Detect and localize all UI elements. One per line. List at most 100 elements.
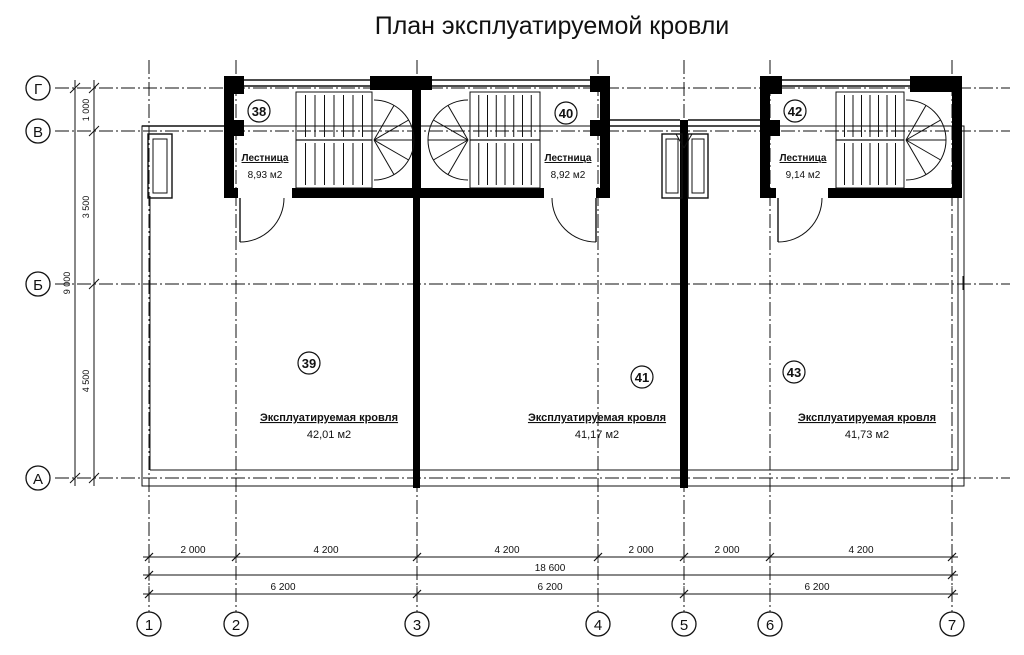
dim-4200-c: 4 200	[848, 545, 873, 556]
wall-top-left-b	[370, 76, 432, 90]
room-43-name: Эксплуатируемая кровля	[798, 412, 936, 424]
col-label-2: 2	[232, 617, 240, 634]
wall-top-42-right	[910, 76, 962, 92]
row-bubble-b	[25, 271, 51, 297]
room-40-area: 8,92 м2	[551, 170, 586, 181]
vent-shaft-mid-a	[661, 133, 683, 199]
wall-bottom-42-left	[760, 188, 776, 198]
room-42-marker	[783, 99, 807, 123]
room-39-area: 42,01 м2	[307, 429, 351, 441]
room-42-name: Лестница	[780, 153, 827, 164]
room-42-area: 9,14 м2	[786, 170, 821, 181]
wall-top-right-a	[590, 76, 610, 92]
wall-pier-40	[590, 120, 600, 136]
left-tick-g	[88, 82, 100, 94]
col-bubble-2	[223, 611, 249, 637]
left-tick-v	[88, 125, 100, 137]
left-dim-total: 9 000	[62, 272, 72, 295]
left-dim-3500: 3 500	[81, 196, 91, 219]
wall-mid-38-40	[412, 80, 421, 198]
col-label-7: 7	[948, 617, 956, 634]
dim-6200-b: 6 200	[537, 582, 562, 593]
stair-flight-38-winder-arc	[373, 99, 415, 181]
wall-right-40	[600, 92, 610, 198]
roof-outline	[141, 125, 965, 487]
col-bubble-7	[939, 611, 965, 637]
room-41-marker	[630, 365, 654, 389]
room-39-marker	[297, 351, 321, 375]
vent-shaft-mid-diag2	[683, 133, 693, 149]
dim-4200-b: 4 200	[494, 545, 519, 556]
vent-shaft-mid-a-inner	[665, 138, 679, 194]
col-label-1: 1	[145, 617, 153, 634]
row-label-g: Г	[34, 81, 42, 98]
col-label-4: 4	[594, 617, 602, 634]
room-labels: 38 Лестница 8,93 м2 40 Лестница 8,92 м2 …	[242, 99, 936, 441]
room-40-number: 40	[559, 106, 573, 121]
axis-bubbles: Г В Б А 1 2 3 4 5 6 7	[25, 75, 965, 637]
dim-6200-a: 6 200	[270, 582, 295, 593]
stair-flight-42-winder	[905, 105, 927, 141]
row-label-a: А	[33, 471, 43, 488]
col-bubble-3	[404, 611, 430, 637]
dim-6200-c: 6 200	[804, 582, 829, 593]
col-label-6: 6	[766, 617, 774, 634]
wall-left-42	[760, 92, 770, 198]
dim-2000-b: 2 000	[628, 545, 653, 556]
dim-4200-a: 4 200	[313, 545, 338, 556]
partition-axis-5	[680, 120, 688, 488]
vent-shaft-mid-diag1	[675, 133, 685, 149]
col-bubble-5	[671, 611, 697, 637]
parapet-outer	[141, 125, 965, 487]
vent-shaft-mid-b-inner	[691, 138, 705, 194]
stair-flight-38-winder	[373, 139, 409, 161]
room-40-marker	[554, 101, 578, 125]
col-bubble-1	[136, 611, 162, 637]
stair-flight-42-winder	[905, 139, 927, 175]
wall-top-left-a	[224, 76, 244, 94]
vent-shafts	[147, 133, 709, 199]
stair-flight-38-winder	[373, 105, 395, 141]
stair-flight-38	[295, 91, 415, 189]
stair-flight-40	[427, 91, 541, 189]
room-38-number: 38	[252, 104, 266, 119]
room-38-area: 8,93 м2	[248, 170, 283, 181]
room-41-area: 41,17 м2	[575, 429, 619, 441]
room-42-number: 42	[788, 104, 802, 119]
door-38-swing	[239, 197, 285, 243]
row-bubble-a	[25, 465, 51, 491]
wall-pier-38	[234, 120, 244, 136]
row-bubble-g	[25, 75, 51, 101]
row-label-b: Б	[33, 277, 43, 294]
wall-bottom-40-right	[596, 188, 610, 198]
dim-2000-a: 2 000	[180, 545, 205, 556]
wall-top-42-left	[760, 76, 782, 94]
wall-left-38	[224, 92, 234, 198]
wall-bottom-40	[412, 188, 544, 198]
dim-2000-c: 2 000	[714, 545, 739, 556]
bottom-dimensions: 2 000 4 200 4 200 2 000 2 000 4 200 18 6…	[143, 545, 958, 600]
stair-flight-42	[835, 91, 947, 189]
partition-axis-3	[413, 198, 420, 488]
vent-shaft-left	[147, 133, 173, 199]
col-label-5: 5	[680, 617, 688, 634]
room-41-number: 41	[635, 370, 649, 385]
left-dim-4500: 4 500	[81, 370, 91, 393]
room-43-marker	[782, 360, 806, 384]
col-bubble-4	[585, 611, 611, 637]
room-39-name: Эксплуатируемая кровля	[260, 412, 398, 424]
left-tick-outer-g	[69, 82, 81, 94]
stair-flight-40-winder	[447, 105, 469, 141]
left-tick-a	[88, 472, 100, 484]
stair-flight-40-winder-arc	[427, 99, 469, 181]
wall-pier-42	[770, 120, 780, 136]
dim-total: 18 600	[535, 563, 566, 574]
stair-flight-42-winder	[905, 119, 941, 141]
stair-flight-38-winder	[373, 119, 409, 141]
wall-right-42	[952, 92, 962, 198]
door-42-swing	[777, 197, 823, 243]
stair-flight-38-winder	[373, 139, 395, 175]
vent-shaft-mid-b	[687, 133, 709, 199]
dimension-ticks	[144, 549, 957, 600]
